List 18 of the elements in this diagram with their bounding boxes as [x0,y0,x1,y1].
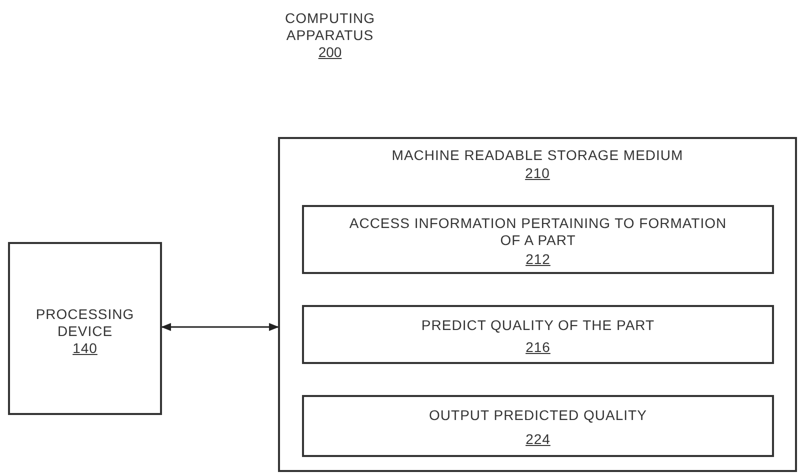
process-box [302,205,774,274]
process-box [302,305,774,364]
node-label: PREDICT QUALITY OF THE PART [420,317,656,334]
node-label: ACCESS INFORMATION PERTAINING TO FORMATION OF A PART [348,215,728,249]
node-label: PROCESSING DEVICE [34,306,136,340]
reference-number: 200 [317,44,343,61]
node-label: MACHINE READABLE STORAGE MEDIUM [390,147,684,164]
reference-number: 224 [524,431,552,448]
diagram-title: COMPUTING APPARATUS [284,10,376,44]
node-label: OUTPUT PREDICTED QUALITY [428,407,648,424]
storage-medium-box [278,137,797,472]
reference-number: 216 [524,339,552,356]
reference-number: 212 [524,251,552,268]
reference-number: 210 [524,165,551,182]
device-box [8,242,162,415]
reference-number: 140 [72,340,98,357]
process-box [302,395,774,457]
double-arrow [161,323,279,331]
